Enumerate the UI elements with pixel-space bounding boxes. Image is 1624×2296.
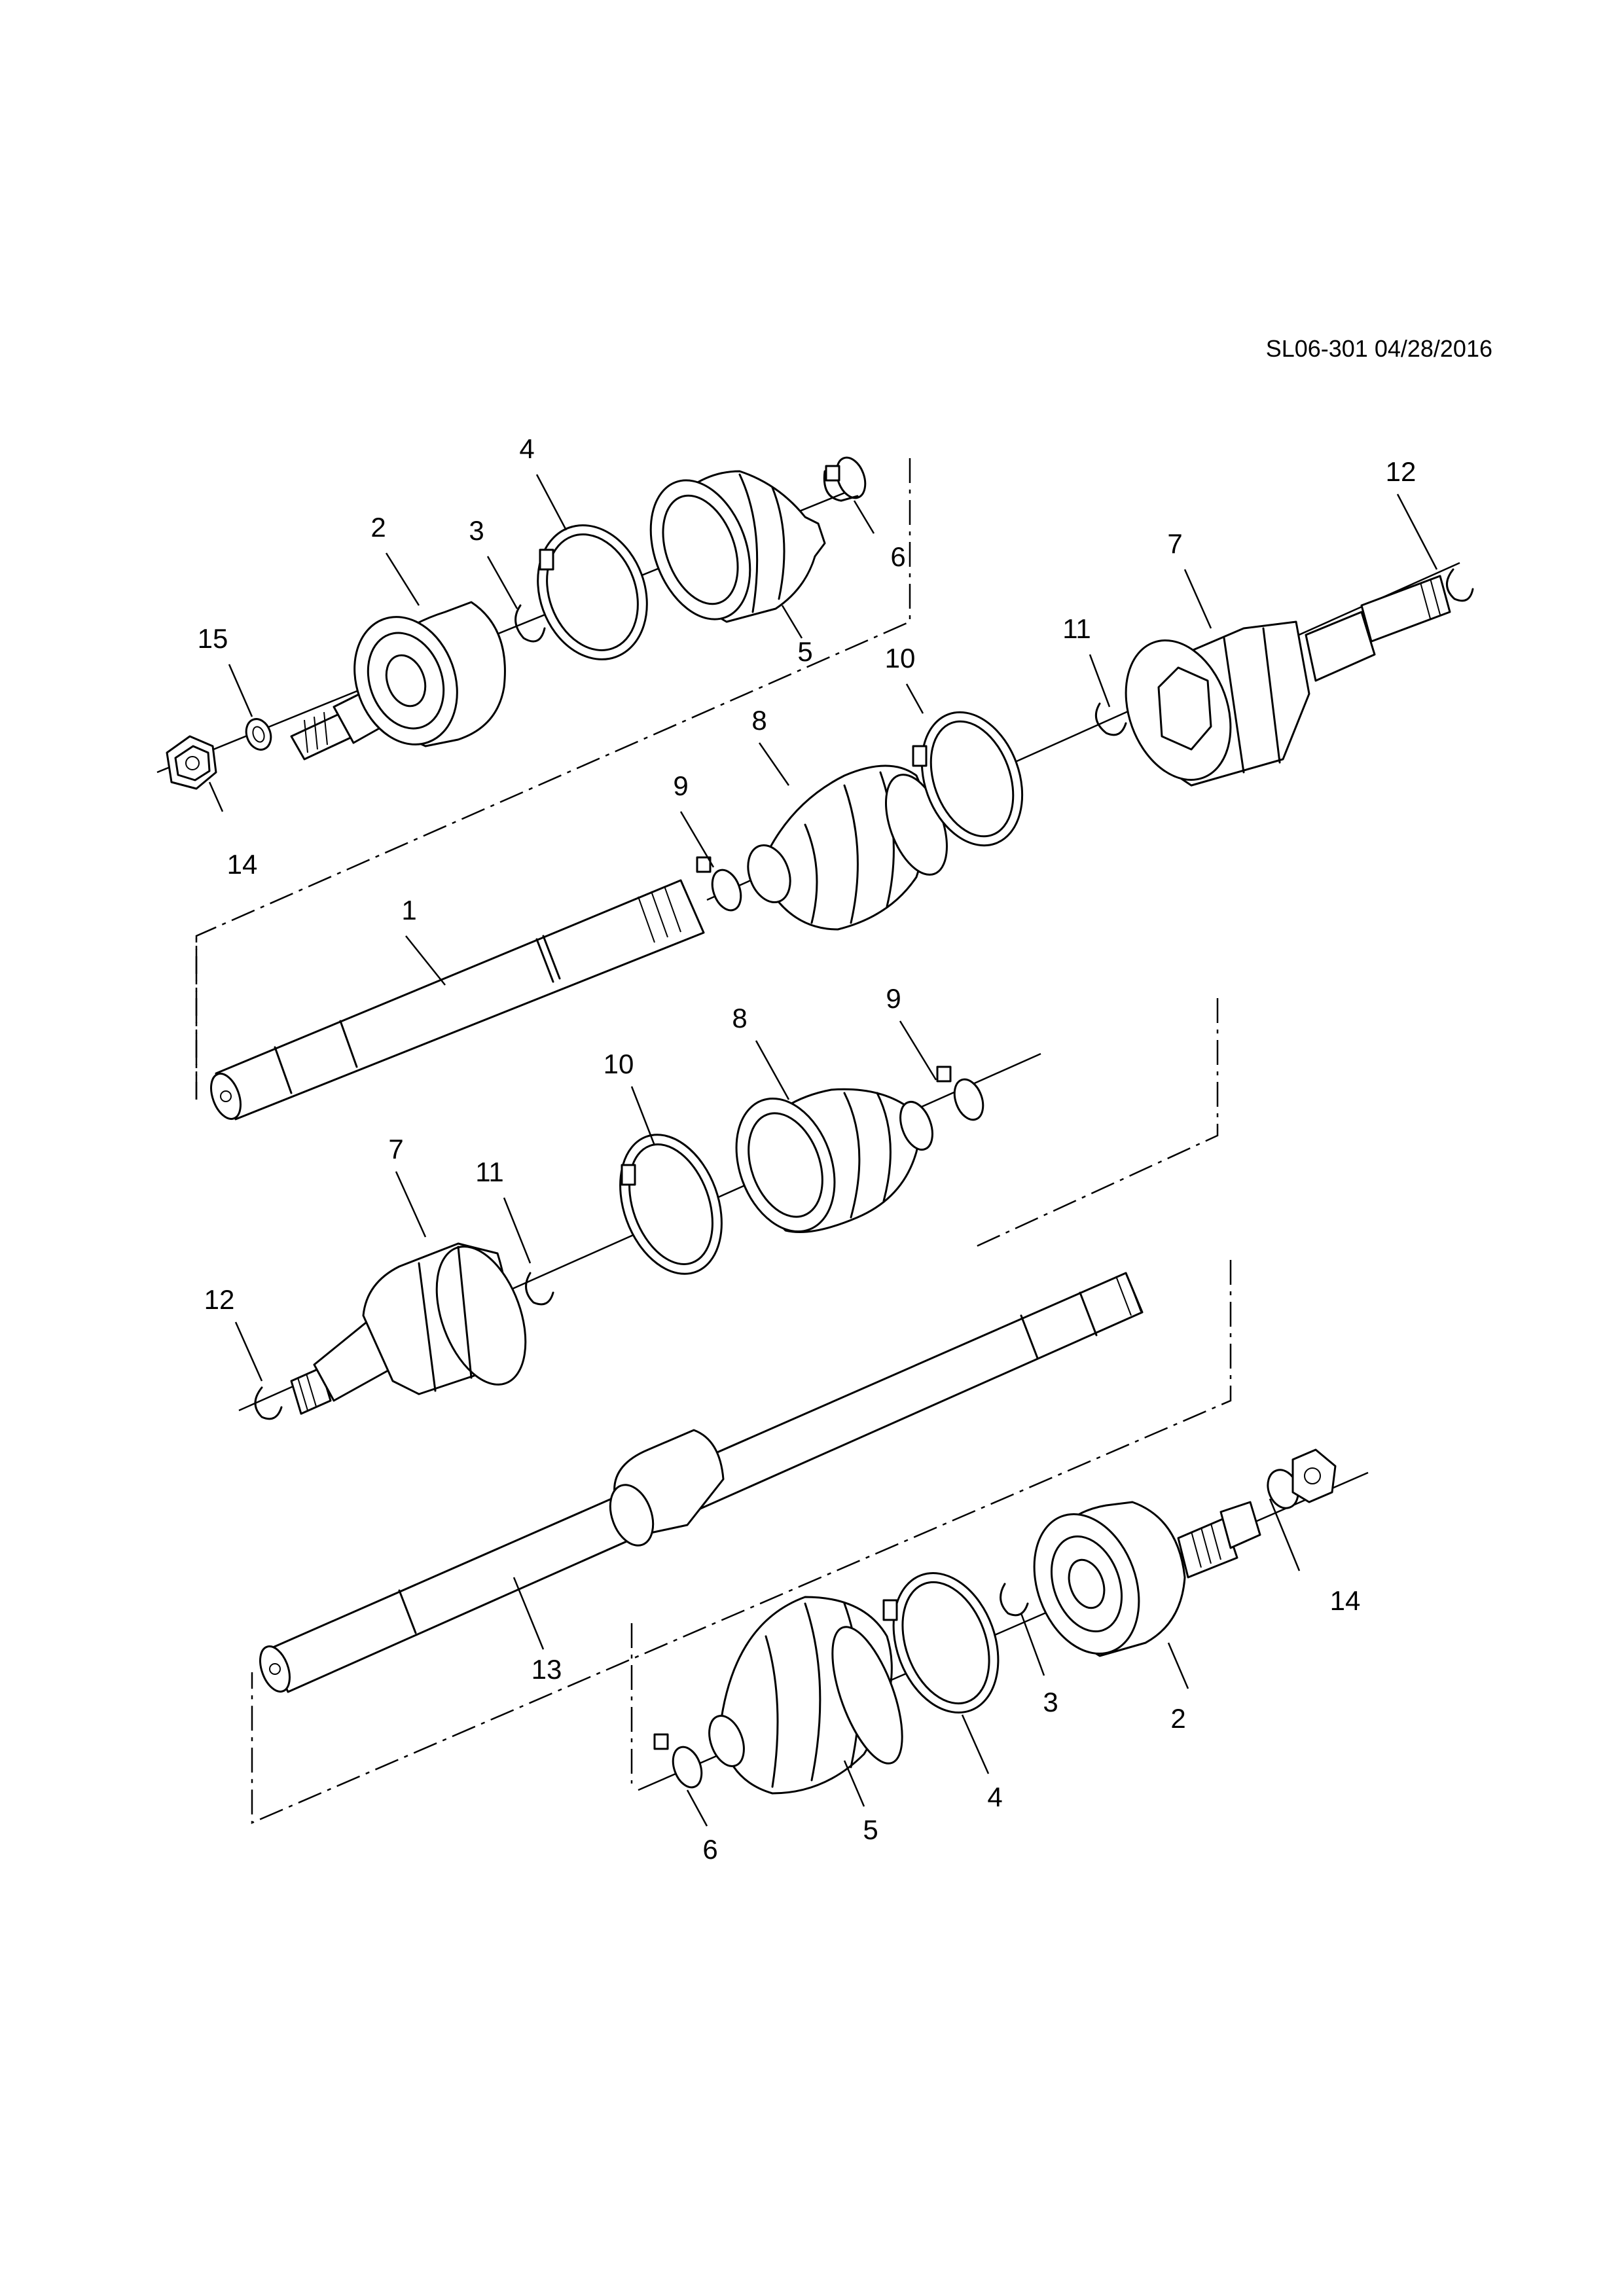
snap-ring-outer-lower: [1000, 1583, 1029, 1617]
small-boot-clamp-2: [696, 856, 742, 912]
callout-2-lower: 2: [1170, 1703, 1185, 1734]
snap-ring-lower: [525, 1272, 554, 1306]
drawing-reference: SL06-301 04/28/2016: [1266, 335, 1492, 362]
callout-4-lower: 4: [987, 1782, 1002, 1812]
snap-ring: [514, 604, 546, 643]
retaining-ring-lower: [254, 1386, 283, 1420]
snap-ring-2: [1094, 702, 1127, 736]
callout-6-lower: 6: [702, 1834, 717, 1865]
callout-1: 1: [401, 895, 416, 925]
small-boot-clamp-outer-lower: [653, 1733, 703, 1789]
callout-6: 6: [890, 541, 905, 572]
callout-4: 4: [519, 433, 534, 464]
large-boot-clamp-lower: [619, 1134, 723, 1275]
inner-joint-housing-lower: [290, 1242, 527, 1415]
callout-14: 14: [227, 849, 258, 880]
intermediate-shaft: [259, 1272, 1144, 1693]
callout-5-lower: 5: [863, 1814, 878, 1845]
callout-12: 12: [1386, 456, 1416, 487]
callout-9: 9: [673, 770, 688, 801]
boot-clamp-lower: [882, 1571, 1000, 1714]
bottom-assembly: 12 7 11 10 8 9 13 14 2 3 4 5 6: [204, 983, 1369, 1865]
boot-clamp: [537, 524, 648, 660]
hub-nut: [166, 735, 217, 790]
top-assembly: 15 14 2 3 4 5 6 7 8 9 10 11 12 1: [156, 433, 1474, 1121]
callout-3: 3: [469, 515, 484, 546]
callout-12-lower: 12: [204, 1284, 235, 1315]
outer-cv-joint: [290, 601, 506, 761]
callout-3-lower: 3: [1043, 1687, 1058, 1717]
callout-8: 8: [751, 705, 767, 736]
washer: [245, 718, 272, 751]
inner-joint-housing: [1125, 575, 1451, 787]
callout-13: 13: [532, 1654, 562, 1685]
cv-boot: [649, 470, 826, 623]
callout-8-lower: 8: [732, 1003, 747, 1033]
callout-10: 10: [885, 643, 916, 673]
cv-boot-lower: [708, 1596, 903, 1795]
bottom-inner-joint-group-frame: [975, 998, 1219, 1248]
top-outer-joint-group-frame: [195, 458, 911, 1100]
callout-11: 11: [1062, 613, 1091, 644]
callout-5: 5: [797, 636, 812, 667]
callout-10-lower: 10: [604, 1049, 634, 1079]
callout-9-lower: 9: [886, 983, 901, 1014]
outer-cv-joint-lower: [1033, 1501, 1261, 1657]
small-boot-clamp-lower: [936, 1066, 984, 1121]
callout-14-lower: 14: [1330, 1585, 1361, 1616]
bottom-shaft-group-frame: [251, 1260, 1232, 1824]
callout-2: 2: [370, 512, 386, 543]
small-boot-clamp: [823, 456, 867, 502]
inner-boot-lower: [735, 1088, 933, 1233]
large-boot-clamp: [912, 711, 1024, 847]
hub-nut-lower: [1267, 1448, 1337, 1509]
half-shaft: [210, 879, 705, 1121]
callout-7: 7: [1167, 528, 1182, 559]
callout-7-lower: 7: [388, 1134, 403, 1164]
callout-15: 15: [198, 623, 228, 654]
callout-11-lower: 11: [475, 1157, 504, 1187]
retaining-ring: [1446, 568, 1474, 602]
